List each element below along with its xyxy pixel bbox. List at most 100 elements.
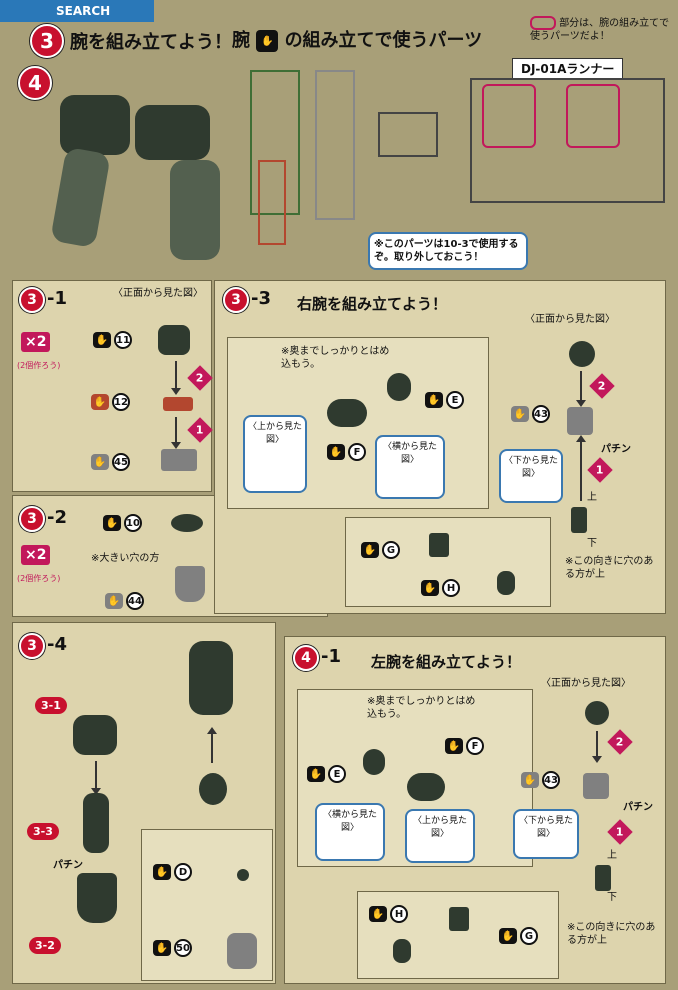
wrist-part xyxy=(571,507,587,533)
part-43 xyxy=(567,407,593,435)
part-F xyxy=(407,773,445,801)
step-number: 2 xyxy=(187,365,213,391)
elbow-joint xyxy=(569,341,595,367)
hand-icon: ✋ xyxy=(93,332,111,348)
site-logo: SEARCH xyxy=(0,0,154,22)
part-10-tag: ✋10 xyxy=(103,514,142,532)
part-50-tag: ✋50 xyxy=(153,939,192,957)
assembly-arrow xyxy=(171,361,181,395)
runner-dark-small xyxy=(378,112,438,157)
x2-note: (2個作ろう) xyxy=(17,361,61,370)
hand-icon: ✋ xyxy=(425,392,443,408)
part-44 xyxy=(175,566,205,602)
part-H xyxy=(393,939,411,963)
part-F-tag: ✋F xyxy=(445,737,484,755)
part-10 xyxy=(171,514,203,532)
assembly-arrow xyxy=(91,761,101,795)
step-3-badge: 3 xyxy=(30,24,64,58)
hand-icon: ✋ xyxy=(421,580,439,596)
x2-badge: ×2 xyxy=(21,332,51,352)
assembly-arrow xyxy=(580,441,582,501)
x2-note: (2個作ろう) xyxy=(17,574,61,583)
panel-4-1: 4-1 左腕を組み立てよう！ 〈正面から見た図〉 ※奥までしっかりとはめ込もう。… xyxy=(284,636,666,984)
hand-part xyxy=(199,773,227,805)
step-number: 1 xyxy=(587,457,613,483)
elbow-part xyxy=(83,793,109,853)
highlight-frame-left xyxy=(482,84,536,148)
part-E xyxy=(387,373,411,401)
step-3-title: 腕を組み立てよう！ xyxy=(70,32,232,53)
step-4-badge: 4 xyxy=(18,66,52,100)
panel-3-4: 3-4 3-1 3-3 パチン 3-2 ✋D ✋50 xyxy=(12,622,276,984)
assembly-arrow xyxy=(211,733,213,763)
part-F-tag: ✋F xyxy=(327,443,366,461)
part-11-tag: ✋11 xyxy=(93,331,132,349)
step-number: 1 xyxy=(607,819,633,845)
hand-icon: ✋ xyxy=(307,766,325,782)
part-E-tag: ✋E xyxy=(307,765,346,783)
view-label: 〈正面から見た図〉 xyxy=(113,288,203,299)
side-view-bubble: 〈横から見た図〉 xyxy=(315,803,385,861)
hand-icon: ✋ xyxy=(511,406,529,422)
runner-dj01a xyxy=(470,78,665,203)
hand-icon: ✋ xyxy=(521,772,539,788)
part-H-tag: ✋H xyxy=(421,579,460,597)
parts-title: 腕 ✋ の組み立てで使うパーツ xyxy=(232,30,483,52)
runner-green xyxy=(250,70,300,215)
view-label: 〈正面から見た図〉 xyxy=(525,314,615,325)
step-number: 1 xyxy=(187,417,213,443)
elbow-joint xyxy=(585,701,609,725)
insert-note: ※奥までしっかりとはめ込もう。 xyxy=(367,696,476,720)
hole-note: ※大きい穴の方 xyxy=(91,553,160,564)
bottom-view-bubble: 〈下から見た図〉 xyxy=(499,449,563,503)
arm-render-left-upper xyxy=(60,95,130,155)
assembled-arm xyxy=(189,641,233,715)
dir-top: 上 xyxy=(607,850,617,861)
ref-3-2: 3-2 xyxy=(29,937,61,954)
part-E-tag: ✋E xyxy=(425,391,464,409)
shoulder-part xyxy=(73,715,117,755)
part-11 xyxy=(158,325,190,355)
runner-label: DJ-01Aランナー xyxy=(512,58,624,79)
part-H-tag: ✋H xyxy=(369,905,408,923)
part-43-tag: ✋43 xyxy=(511,405,550,423)
part-45 xyxy=(161,449,197,471)
part-G-tag: ✋G xyxy=(361,541,400,559)
part-G-tag: ✋G xyxy=(499,927,538,945)
section-title: 右腕を組み立てよう！ xyxy=(297,295,448,313)
ref-3-1: 3-1 xyxy=(35,697,67,714)
panel-3-1: 3-1 〈正面から見た図〉 ×2 (2個作ろう) ✋11 ✋12 ✋45 2 1 xyxy=(12,280,213,492)
dir-bottom: 下 xyxy=(607,892,617,903)
part-H xyxy=(497,571,515,595)
top-view-bubble: 〈上から見た図〉 xyxy=(405,809,475,863)
part-D-tag: ✋D xyxy=(153,863,192,881)
part-G xyxy=(449,907,469,931)
side-view-bubble: 〈横から見た図〉 xyxy=(375,435,445,499)
hand-icon: ✋ xyxy=(327,444,345,460)
wrist-part xyxy=(595,865,611,891)
step-number: 2 xyxy=(607,729,633,755)
hole-note: ※この向きに穴のある方が上 xyxy=(567,922,656,946)
runner-gray xyxy=(315,70,355,220)
part-50 xyxy=(227,933,257,969)
part-12-tag: ✋12 xyxy=(91,393,130,411)
hand-icon: ✋ xyxy=(105,593,123,609)
highlight-note: 部分は、腕の組み立てで使うパーツだよ！ xyxy=(530,16,670,42)
pachin-label: パチン xyxy=(53,860,83,871)
x2-badge: ×2 xyxy=(21,545,51,565)
hand-icon: ✋ xyxy=(499,928,517,944)
removal-note: ※このパーツは10-3で使用するぞ。取り外しておこう！ xyxy=(368,232,528,270)
assembly-arrow xyxy=(592,731,602,763)
forearm-part xyxy=(77,873,117,923)
part-45-tag: ✋45 xyxy=(91,453,130,471)
hand-icon: ✋ xyxy=(445,738,463,754)
pachin-label: パチン xyxy=(623,802,653,813)
highlight-frame-right xyxy=(566,84,620,148)
section-title: 左腕を組み立てよう！ xyxy=(371,653,522,671)
part-12 xyxy=(163,397,193,411)
highlight-frame-icon xyxy=(530,16,556,30)
panel-3-3: 3-3 右腕を組み立てよう！ 〈正面から見た図〉 ※奥までしっかりとはめ込もう。… xyxy=(214,280,666,614)
hand-icon: ✋ xyxy=(361,542,379,558)
part-F xyxy=(327,399,367,427)
hand-icon: ✋ xyxy=(153,940,171,956)
